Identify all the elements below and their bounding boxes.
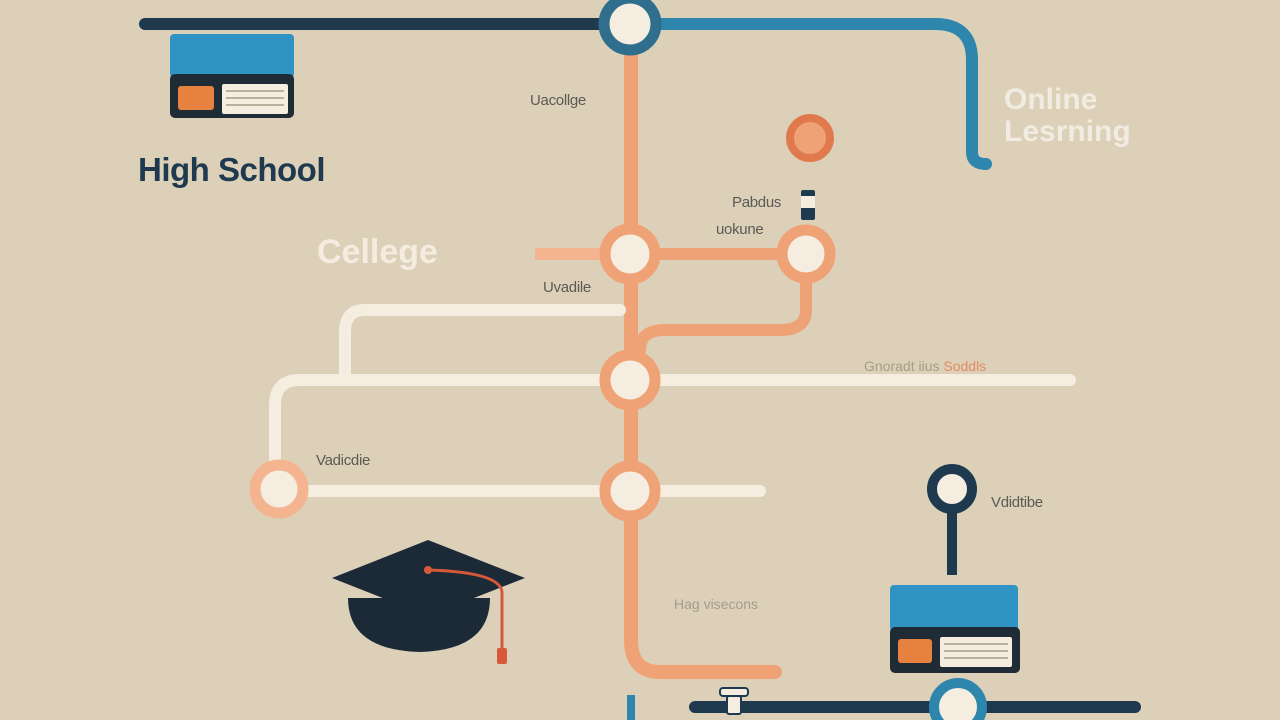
- center-station: [599, 349, 661, 411]
- bottom-station: [929, 678, 987, 720]
- top-station: [598, 0, 662, 56]
- uokune-label: uokune: [716, 221, 764, 238]
- uacollge-label: Uacollge: [530, 92, 586, 109]
- high-school-label: High School: [138, 151, 326, 188]
- gnoradt-label: Gnoradt iius Soddls: [864, 358, 986, 374]
- orange-dot-marker: [786, 114, 834, 162]
- online-learning-line2: Lesrning: [1004, 115, 1131, 148]
- book-stack-icon: [890, 585, 1020, 673]
- main-orange-line: [624, 43, 782, 679]
- online-learning-line1: Online: [1004, 83, 1098, 116]
- orange-loop-line: [634, 269, 812, 356]
- college-label: Cellege: [317, 233, 438, 271]
- hag-visecons-label: Hag visecons: [674, 596, 759, 612]
- right-orange-station: [776, 224, 836, 284]
- bottom-marker: [719, 687, 749, 715]
- online-learning-line: [644, 18, 992, 170]
- cream-middle-line: [269, 374, 1076, 476]
- vdidtibe-label: Vdidtibe: [991, 494, 1043, 511]
- vadicdie-label: Vadicdie: [316, 452, 371, 469]
- graduation-cap-icon: [332, 540, 525, 664]
- navy-pin-station: [927, 464, 977, 514]
- gnoradt-accent-text: Soddls: [943, 358, 987, 374]
- gnoradt-text: Gnoradt iius: [864, 358, 940, 374]
- pabdus-label: Pabdus: [732, 194, 782, 211]
- online-learning-label: Online Lesrning: [1004, 84, 1131, 148]
- college-station: [599, 223, 661, 285]
- uvadile-label: Uvadile: [543, 279, 591, 296]
- left-station: [249, 459, 309, 519]
- lower-station: [599, 460, 661, 522]
- cream-upper-loop-line: [339, 304, 626, 384]
- book-stack-icon: [170, 34, 294, 118]
